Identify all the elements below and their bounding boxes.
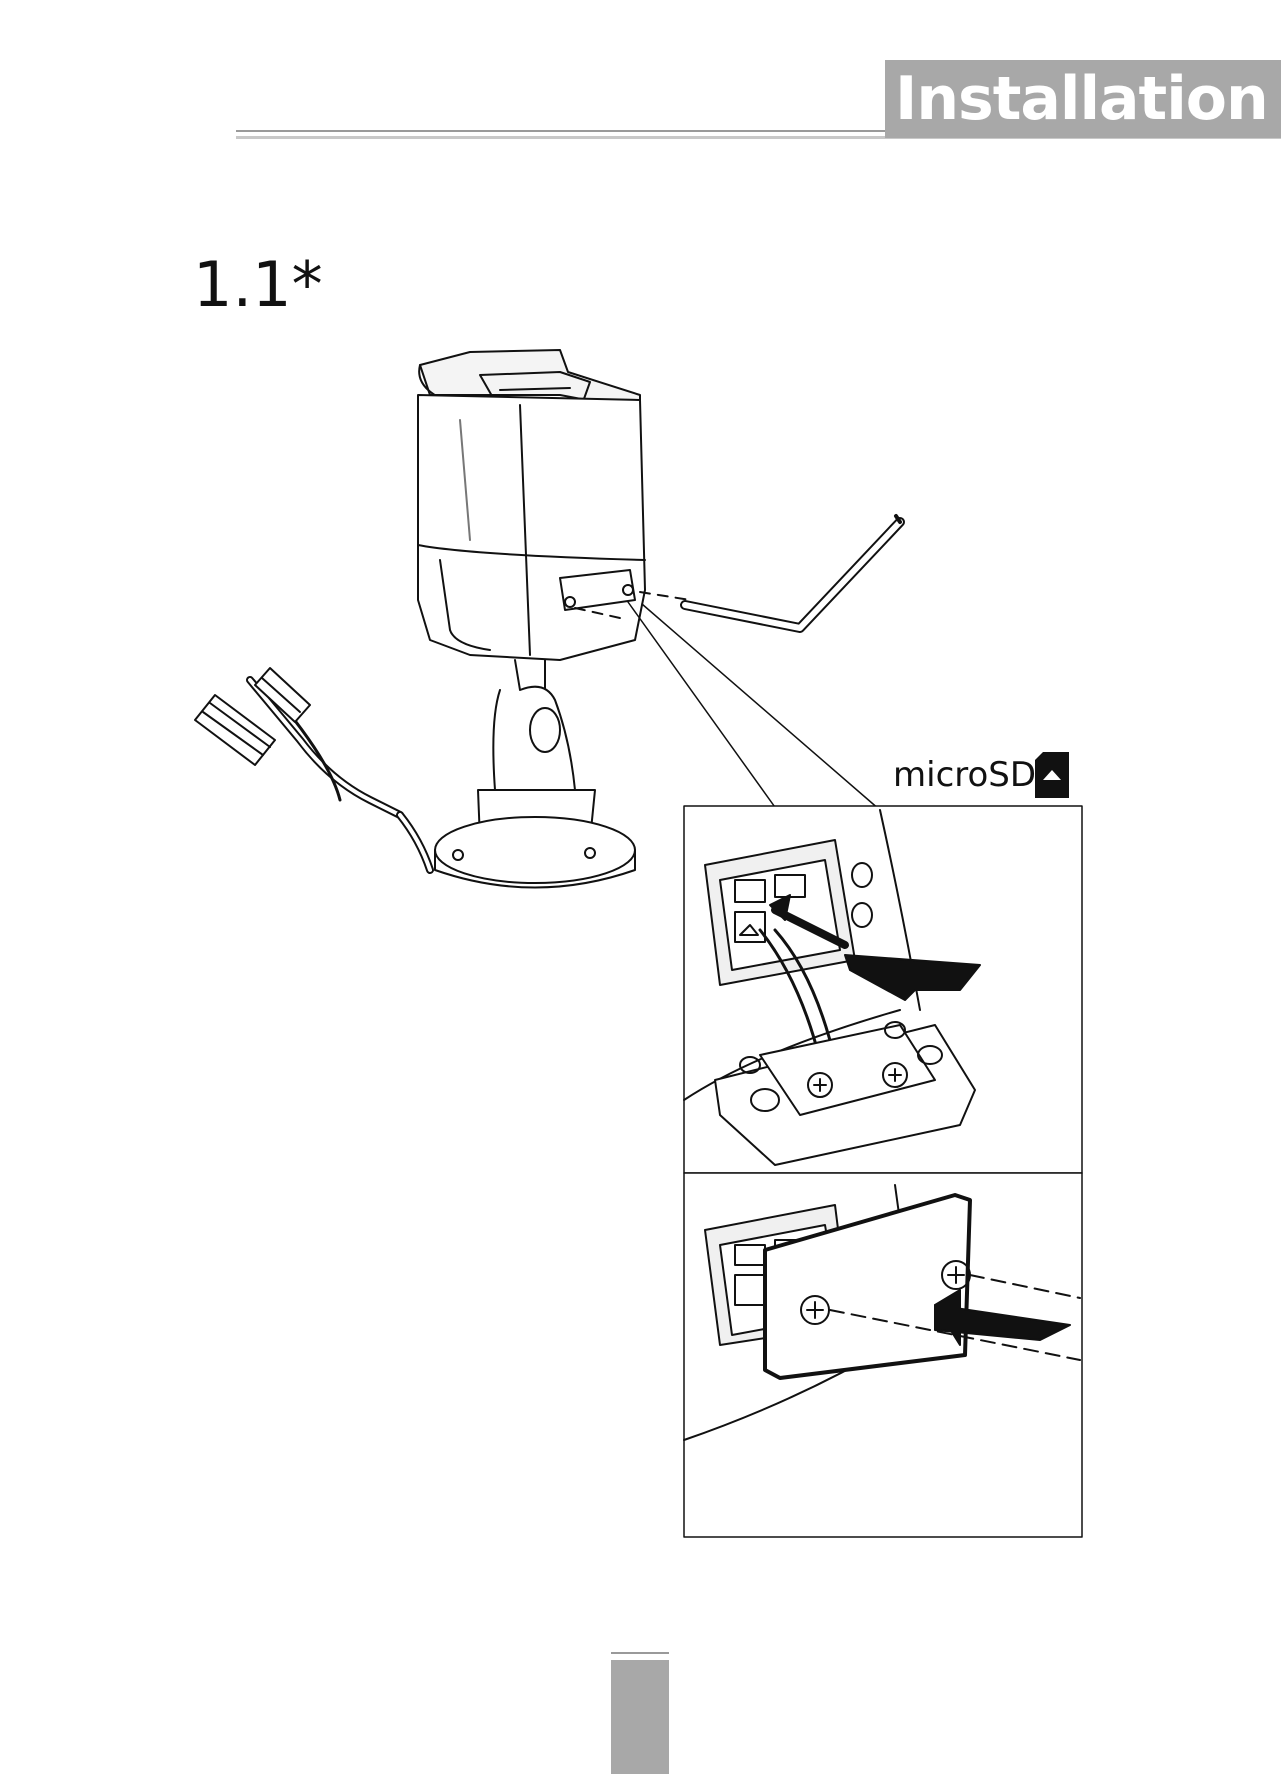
sd-card-icon xyxy=(1033,752,1071,798)
microsd-label: microSD xyxy=(893,755,1036,795)
panel-microsd-insertion xyxy=(684,806,1082,1173)
page-tab xyxy=(611,1660,669,1774)
hex-wrench-drawing xyxy=(685,516,900,628)
footer-rule xyxy=(611,1652,669,1654)
panel-cover-install xyxy=(684,1173,1082,1537)
bullet-camera-drawing xyxy=(195,350,690,888)
